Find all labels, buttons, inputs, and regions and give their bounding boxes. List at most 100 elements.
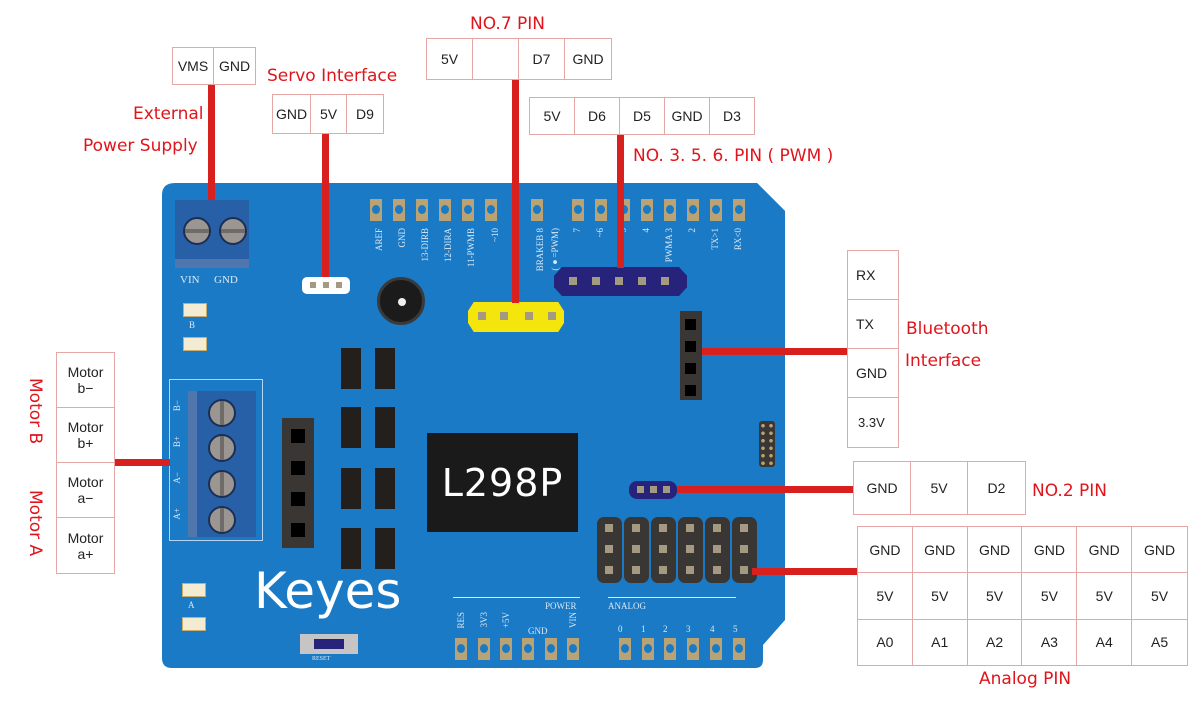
servo-label: Servo Interface [267, 66, 398, 86]
power-silk-label: VIN [568, 612, 578, 628]
screw-icon [208, 399, 236, 427]
screw-icon [219, 217, 247, 245]
analog-silk-label: 4 [710, 624, 715, 634]
analog-silk-label: 2 [663, 624, 668, 634]
led-a2 [182, 617, 206, 631]
power-silk-label: 3V3 [479, 612, 489, 628]
pin-cell: Motor b− [57, 353, 114, 408]
header-pin [713, 566, 721, 574]
pin-cell: 5V [427, 39, 473, 79]
digital-silk-label: (●=PWM) [550, 228, 560, 271]
pin-cell: 5V [311, 95, 347, 133]
header-pin [713, 524, 721, 532]
pin2-header-navy [629, 481, 677, 499]
power-silk-line [453, 597, 580, 598]
pin-cell: GND [273, 95, 311, 133]
no2-pinout: GND 5V D2 [853, 461, 1026, 515]
pwm-label: NO. 3. 5. 6. PIN ( PWM ) [633, 146, 834, 166]
header-pin [740, 545, 748, 553]
digital-silk-label: AREF [374, 228, 384, 252]
pin-cell: 5V [530, 98, 575, 134]
pin-cell: 5V [1132, 573, 1187, 620]
header-pad [370, 199, 382, 221]
analog-silk-label: 1 [641, 624, 646, 634]
external-power-label-1: External [133, 104, 204, 124]
digital-silk-label: 11-PWMB [466, 228, 476, 268]
buzzer [377, 277, 425, 325]
header-pin [686, 524, 694, 532]
analog-silk-label: 0 [618, 624, 623, 634]
header-pad [642, 638, 654, 660]
component-block [341, 468, 361, 509]
pin-cell: D7 [519, 39, 565, 79]
header-pad [522, 638, 534, 660]
pin-cell: A5 [1151, 634, 1169, 651]
led-label-b: B [189, 320, 196, 330]
pin-cell: GND [1022, 527, 1078, 574]
header-pad [733, 199, 745, 221]
header-pad [462, 199, 474, 221]
header-pad [710, 199, 722, 221]
digital-silk-label: 7 [572, 228, 582, 233]
header-pad [439, 199, 451, 221]
vin-silk: VIN [180, 274, 200, 286]
digital-silk-label: GND [397, 228, 407, 248]
pin-cell: Motor a+ [67, 529, 104, 562]
header-pad [531, 199, 543, 221]
motor-terminal-block [188, 391, 256, 537]
header-pad [500, 638, 512, 660]
header-pad [572, 199, 584, 221]
wire-no2 [677, 486, 855, 493]
power-title: POWER [545, 601, 577, 611]
wire-pwm [617, 132, 624, 268]
led-b2 [183, 337, 207, 351]
header-column [651, 517, 676, 583]
motor-silk: A+ [172, 508, 182, 520]
pin-cell: D9 [356, 106, 374, 122]
led-label-a: A [188, 600, 195, 610]
no7-label: NO.7 PIN [470, 14, 546, 34]
servo-connector [302, 277, 350, 294]
header-pad [455, 638, 467, 660]
pin-cell: 5V [912, 573, 968, 620]
bluetooth-label-1: Bluetooth [906, 319, 989, 339]
pin-cell: GND [967, 527, 1023, 574]
digital-silk-label: 13-DIRB [420, 228, 430, 262]
pin-cell [473, 39, 519, 79]
brand-logo: Keyes [254, 562, 402, 620]
icsp-header [759, 421, 775, 467]
header-pin [686, 566, 694, 574]
pin-cell: A0 [858, 619, 913, 665]
bluetooth-pinout: RX TX GND 3.3V [847, 250, 899, 448]
chip-label: L298P [441, 460, 564, 505]
pwm-pinout: 5V D6 D5 GND D3 [529, 97, 755, 135]
analog-label: Analog PIN [979, 669, 1072, 689]
digital-silk-label: 4 [641, 228, 651, 233]
digital-silk-label: ~10 [490, 228, 500, 242]
screw-icon [183, 217, 211, 245]
header-pad [485, 199, 497, 221]
power-terminal-block [175, 200, 249, 268]
pin-cell: GND [1132, 527, 1187, 574]
header-pad [619, 638, 631, 660]
header-pin [605, 545, 613, 553]
reset-silk: RESET [312, 656, 331, 662]
motor-a-label: Motor A [25, 490, 45, 557]
header-pin [605, 524, 613, 532]
motor-pinout: Motor b− Motor b+ Motor a− Motor a+ [56, 352, 115, 574]
pin-cell: 3.3V [858, 414, 885, 430]
power-pinout: VMS GND [172, 47, 256, 85]
pin-cell: D2 [987, 480, 1006, 496]
no2-label: NO.2 PIN [1032, 481, 1108, 501]
pwm-header-navy [554, 267, 687, 296]
reset-button[interactable] [300, 634, 358, 654]
pin-cell: 5V [1022, 573, 1078, 620]
led-a1 [182, 583, 206, 597]
component-block [341, 348, 361, 389]
power-silk-label: RES [456, 612, 466, 629]
header-pin [605, 566, 613, 574]
component-block [375, 528, 395, 569]
pin-cell: GND [858, 527, 913, 574]
header-pad [664, 638, 676, 660]
